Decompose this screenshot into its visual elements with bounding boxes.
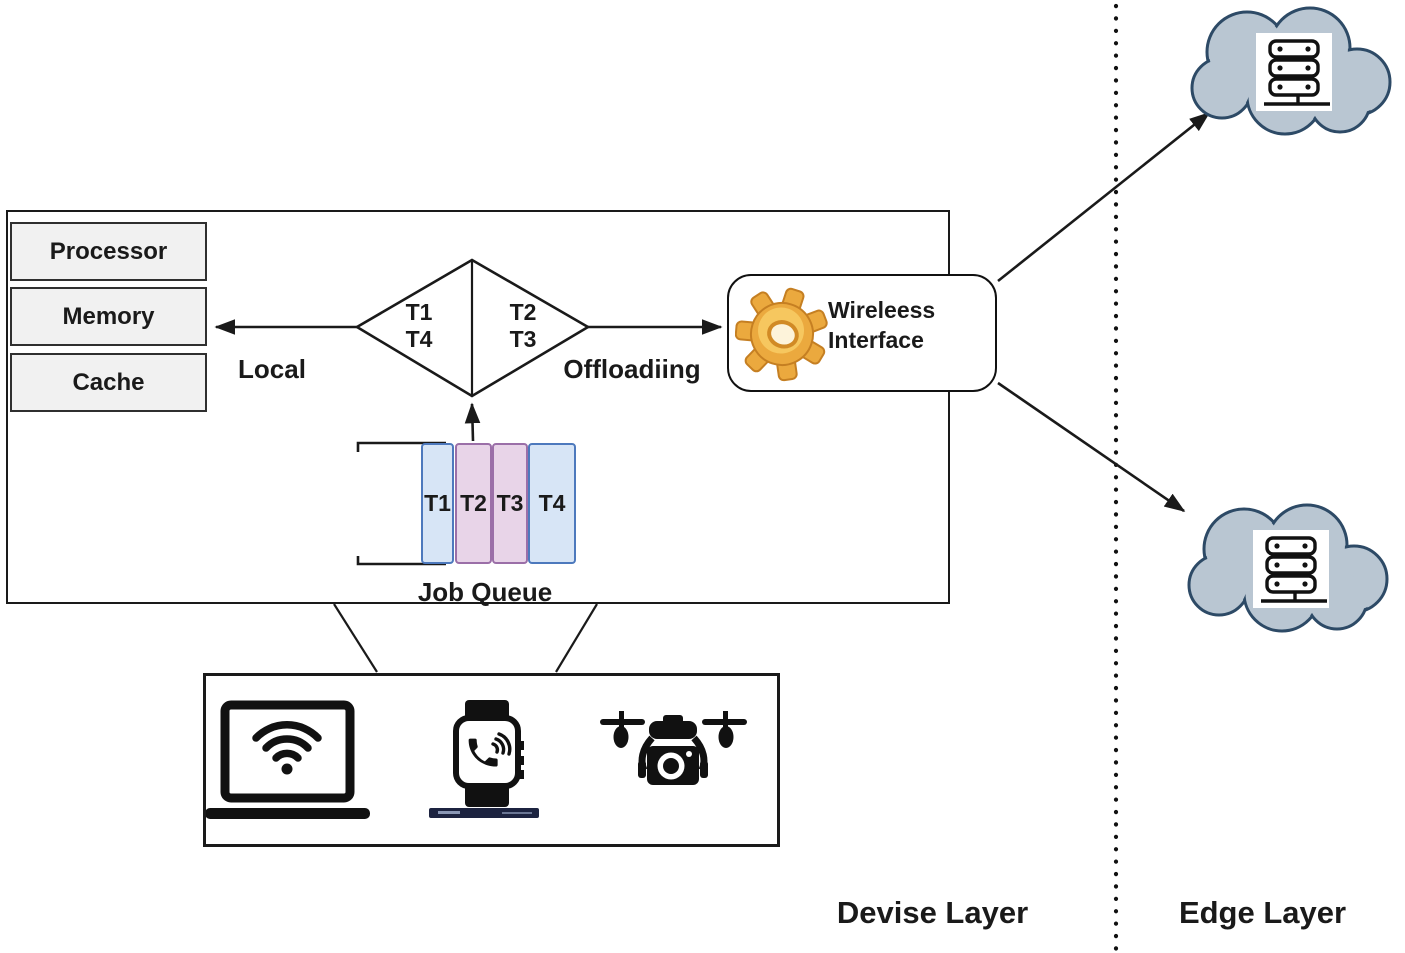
- device-layer-box: [6, 210, 950, 604]
- drone-icon: [600, 711, 747, 785]
- task-label: T2: [509, 299, 537, 325]
- hardware-cell-processor: Processor: [10, 222, 207, 281]
- watch-base-bar: [429, 808, 539, 818]
- device-funnel-lines: [333, 603, 598, 673]
- wifi-laptop-icon: [205, 700, 370, 819]
- smartwatch-icon: [429, 700, 539, 818]
- server-icon: [1264, 39, 1330, 106]
- edge-layer-label: Edge Layer: [1178, 895, 1347, 930]
- server-icon: [1261, 536, 1327, 603]
- phone-call-icon: [468, 732, 512, 767]
- task-label: T4: [405, 326, 433, 352]
- task-label: T1: [405, 299, 433, 325]
- wireless-interface-line1: Wireleess: [828, 297, 936, 323]
- decision-offload-tasks: T2 T3: [496, 299, 550, 353]
- edge-cloud-top: [1190, 6, 1392, 136]
- wireless-interface-box: Wireleess Interface: [727, 274, 997, 392]
- task-label: T3: [509, 326, 537, 352]
- decision-local-tasks: T1 T4: [392, 299, 446, 353]
- hardware-cell-cache: Cache: [10, 353, 207, 412]
- edge-cloud-bottom: [1187, 503, 1389, 633]
- queue-task-t2: T2: [455, 443, 492, 564]
- arrow-to-edge-cloud-bottom: [997, 381, 1186, 513]
- queue-task-t1: T1: [421, 443, 454, 564]
- arrow-queue-to-decision: [464, 402, 481, 442]
- local-label: Local: [238, 354, 306, 384]
- gear-icon: [735, 287, 828, 382]
- hardware-cell-memory: Memory: [10, 287, 207, 346]
- arrow-to-edge-cloud-top: [997, 111, 1211, 283]
- job-queue-rails: [356, 441, 446, 566]
- queue-task-t4: T4: [528, 443, 576, 564]
- job-queue-label: Job Queue: [417, 577, 553, 607]
- queue-task-t3: T3: [492, 443, 528, 564]
- wireless-interface-label: Wireleess Interface: [828, 295, 935, 355]
- device-layer-label: Devise Layer: [836, 895, 1029, 930]
- offloading-label: Offloadiing: [563, 354, 701, 384]
- wireless-interface-line2: Interface: [828, 327, 924, 353]
- end-devices-box: [203, 673, 780, 847]
